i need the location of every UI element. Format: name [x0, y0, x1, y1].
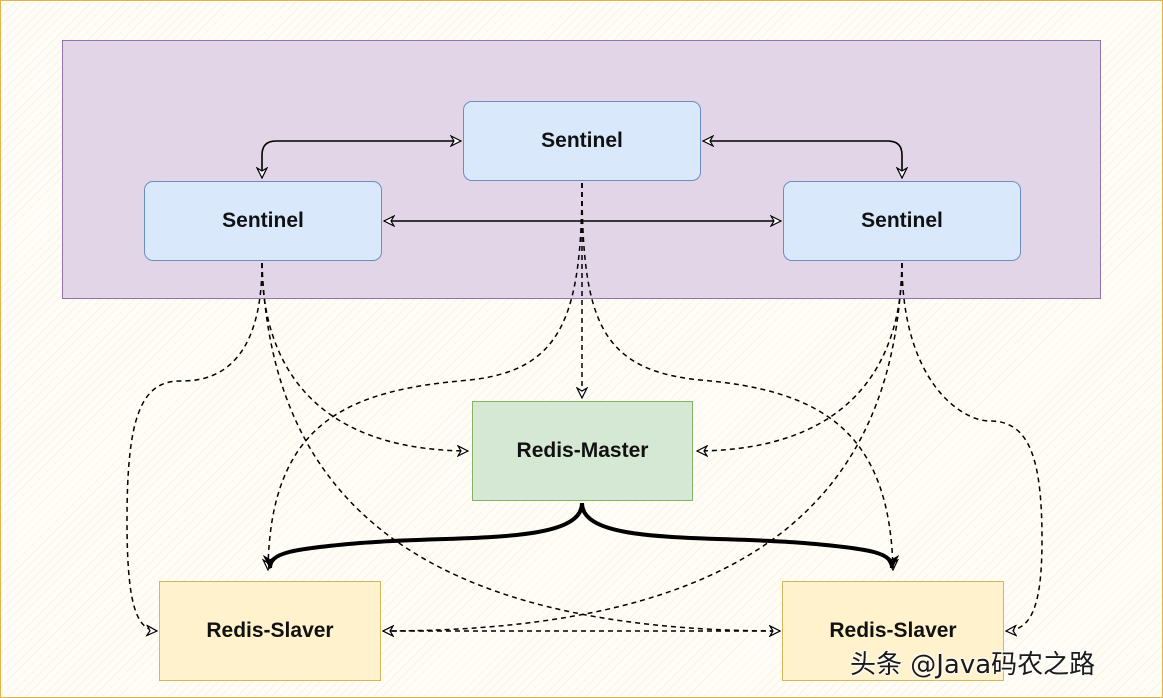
edge-master-to-left-slave	[270, 502, 584, 568]
edge-top-sentinel-to-left-slave	[268, 182, 583, 570]
edge-right-sentinel-to-left-slave	[383, 262, 903, 631]
edge-master-to-right-slave	[580, 502, 892, 568]
edge-sentinel-top-to-left	[262, 141, 461, 178]
watermark-text: 头条 @Java码农之路	[850, 650, 1096, 680]
redis-slave-right-node[interactable]: Redis-Slaver	[782, 581, 1004, 681]
redis-slave-left-node[interactable]: Redis-Slaver	[159, 581, 381, 681]
edge-right-sentinel-to-master	[697, 262, 903, 451]
edge-left-sentinel-to-left-slave	[126, 262, 263, 631]
sentinel-left-node[interactable]: Sentinel	[144, 181, 382, 261]
edge-right-sentinel-to-right-slave	[901, 262, 1043, 631]
sentinel-right-node[interactable]: Sentinel	[783, 181, 1021, 261]
edge-left-sentinel-to-right-slave	[261, 262, 780, 631]
sentinel-top-node[interactable]: Sentinel	[463, 101, 701, 181]
edge-top-sentinel-to-right-slave	[581, 182, 893, 570]
redis-master-node[interactable]: Redis-Master	[472, 401, 693, 501]
edge-left-sentinel-to-master	[261, 262, 468, 451]
edge-sentinel-top-to-right	[703, 141, 902, 178]
